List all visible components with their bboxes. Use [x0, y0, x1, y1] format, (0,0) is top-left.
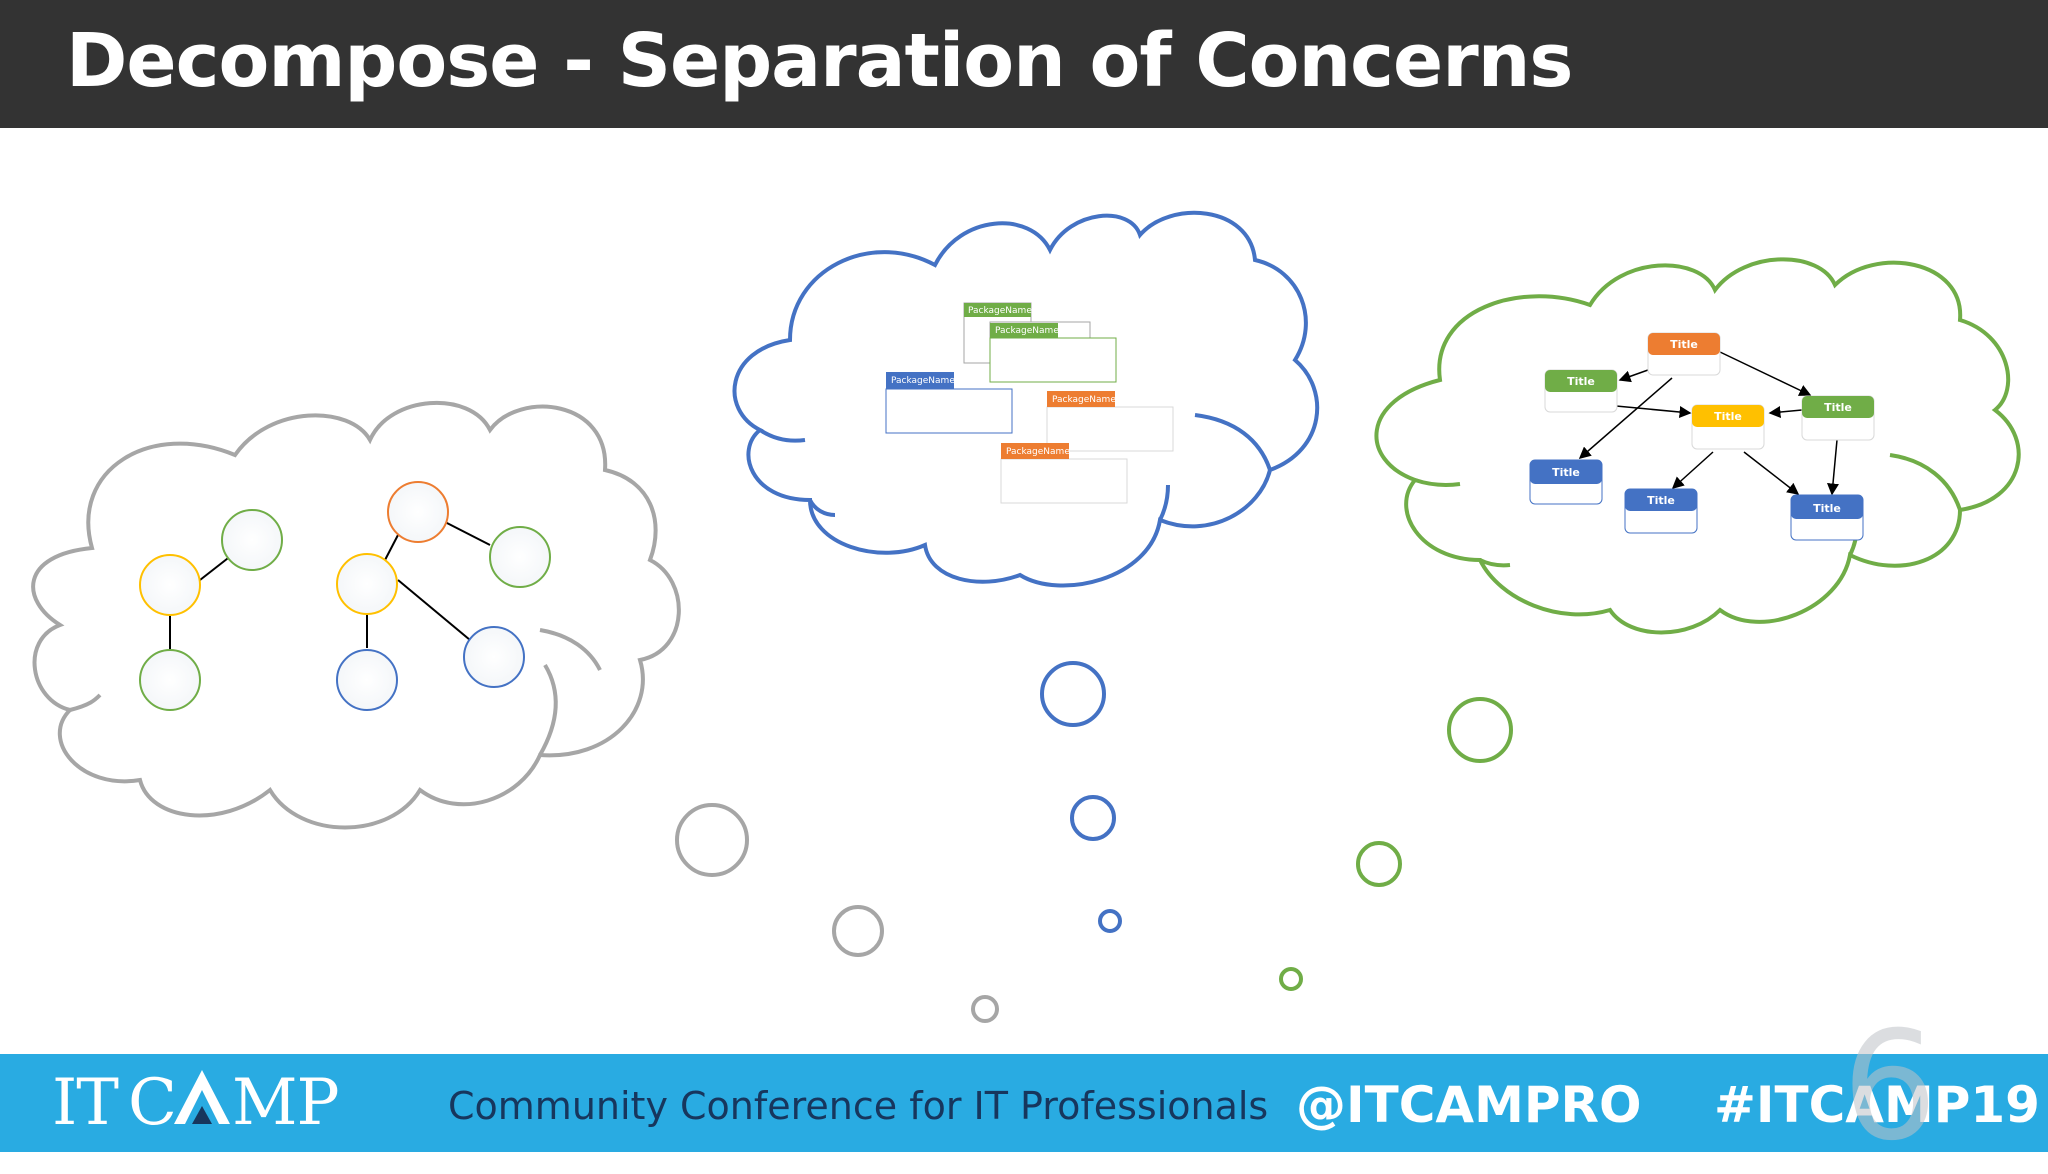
graph-node — [387, 481, 449, 543]
itcamp-logo: IT C MP — [52, 1066, 340, 1140]
thought-bubble — [1279, 967, 1303, 991]
thought-bubble — [1447, 697, 1513, 763]
graph-node — [336, 553, 398, 615]
thought-clouds-diagram: PackageName PackageName PackageName Pack… — [31, 210, 2021, 1023]
right-cloud: Title Title Title Title Title Title — [1374, 257, 2021, 635]
graph-node — [489, 526, 551, 588]
graph-node — [463, 626, 525, 688]
package-label: PackageName — [891, 376, 955, 386]
package-header — [1001, 443, 1069, 459]
class-node: Title — [1544, 369, 1618, 413]
svg-text:Title: Title — [1647, 494, 1675, 507]
svg-text:Title: Title — [1552, 466, 1580, 479]
twitter-handle: @ITCAMPRO — [1296, 1076, 1642, 1134]
class-node: Title — [1624, 488, 1698, 534]
conference-tagline: Community Conference for IT Professional… — [448, 1084, 1269, 1128]
package-label: PackageName — [968, 306, 1032, 316]
left-cloud-outline — [31, 400, 681, 830]
package-label: PackageName — [1006, 447, 1070, 457]
package-label: PackageName — [1052, 395, 1116, 405]
package-label: PackageName — [995, 326, 1059, 336]
svg-text:Title: Title — [1714, 410, 1742, 423]
svg-text:C: C — [128, 1066, 177, 1140]
package-header — [886, 372, 954, 389]
class-node: Title — [1790, 494, 1864, 541]
thought-bubble — [1070, 795, 1116, 841]
package-header — [990, 323, 1058, 338]
graph-node — [221, 509, 283, 571]
svg-text:Title: Title — [1567, 375, 1595, 388]
thought-bubble — [971, 995, 999, 1023]
svg-text:MP: MP — [232, 1066, 339, 1140]
left-cloud — [31, 400, 681, 830]
thought-bubble — [675, 803, 749, 877]
thought-bubble — [1040, 661, 1106, 727]
class-node: Title — [1801, 395, 1875, 441]
class-node: Title — [1691, 404, 1765, 450]
middle-cloud-outline — [732, 210, 1320, 588]
title-bar: Decompose - Separation of Concerns — [0, 0, 2048, 128]
footer-bar: IT C MP Community Conference for IT Prof… — [0, 1054, 2048, 1152]
event-hashtag: #ITCAMP19 — [1714, 1076, 2040, 1134]
middle-cloud: PackageName PackageName PackageName Pack… — [732, 210, 1320, 588]
graph-node — [139, 554, 201, 616]
graph-node — [336, 649, 398, 711]
slide-number: 6 — [1842, 1000, 1938, 1174]
package-header — [1047, 391, 1115, 407]
thought-bubble — [1356, 841, 1402, 887]
svg-text:IT: IT — [52, 1066, 119, 1140]
class-node: Title — [1529, 459, 1603, 505]
graph-node — [139, 649, 201, 711]
svg-text:Title: Title — [1824, 401, 1852, 414]
svg-text:Title: Title — [1670, 338, 1698, 351]
package-header — [964, 303, 1031, 317]
slide-title: Decompose - Separation of Concerns — [66, 18, 1573, 104]
thought-bubble — [1098, 909, 1122, 933]
class-node: Title — [1647, 332, 1721, 376]
right-cloud-outline — [1374, 257, 2021, 635]
thought-bubble — [832, 905, 884, 957]
svg-text:Title: Title — [1813, 502, 1841, 515]
